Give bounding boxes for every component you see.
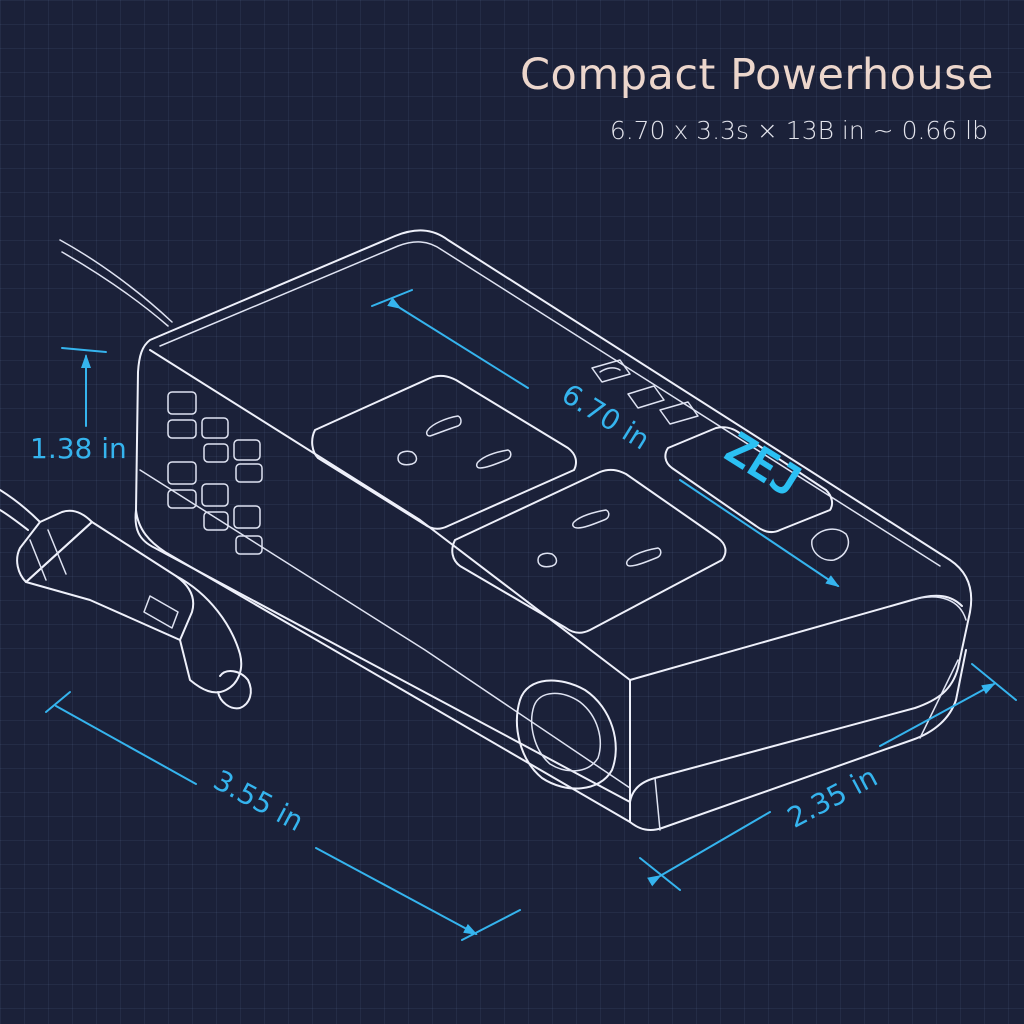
diagram-title: Compact Powerhouse [520, 50, 994, 100]
dimension-width: 3.55 in [45, 691, 521, 941]
height-label: 1.38 in [30, 432, 127, 465]
ac-outlet-1 [311, 374, 577, 530]
ac-outlet-icon [397, 415, 512, 469]
lcd-display: ZEJ [664, 423, 834, 534]
dimension-depth: 2.35 in [639, 663, 1017, 891]
ac-outlet-2 [451, 468, 727, 634]
cigarette-socket-icon [516, 679, 617, 790]
width-label: 3.55 in [208, 763, 309, 838]
power-button [811, 528, 850, 561]
inverter-body [134, 229, 973, 831]
car-plug-icon [0, 489, 252, 710]
top-buttons [591, 359, 699, 425]
depth-label: 2.35 in [782, 760, 883, 835]
power-cable [59, 239, 173, 327]
dimension-height: 1.38 in [30, 347, 127, 465]
usb-port-icon [167, 391, 263, 555]
ac-outlet-icon [537, 509, 662, 568]
diagram-subtitle: 6.70 x 3.3s × 13B in ~ 0.66 lb [609, 116, 988, 145]
lcd-reading: ZEJ [716, 423, 810, 508]
side-usb-ports [167, 391, 263, 555]
length-label: 6.70 in [556, 377, 656, 456]
